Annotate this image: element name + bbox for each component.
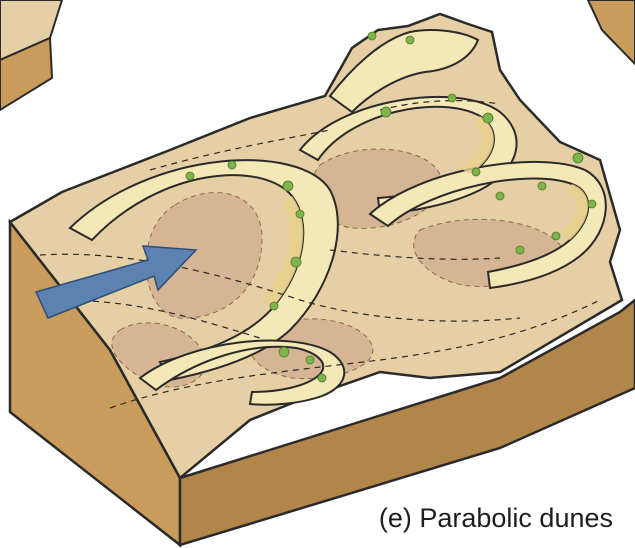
figure-caption: (e) Parabolic dunes	[379, 503, 613, 534]
neighbor-block-left	[0, 0, 62, 110]
neighbor-block-right	[588, 0, 635, 64]
